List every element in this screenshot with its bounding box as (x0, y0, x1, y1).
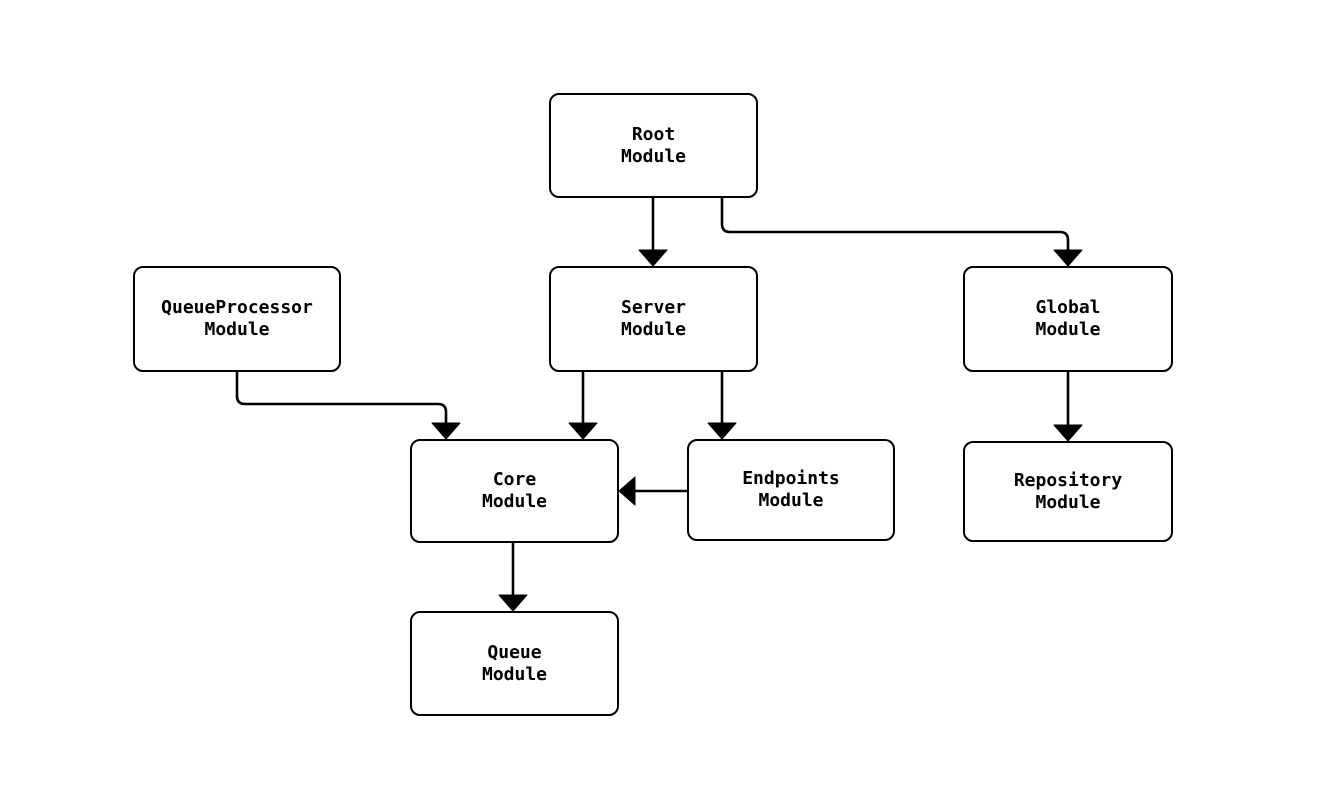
node-global-label-line2: Module (1035, 319, 1101, 340)
node-root-label-line1: Root (631, 123, 676, 145)
arrowhead-queueprocessor-to-core (431, 422, 461, 440)
arrowhead-endpoints-to-core (618, 476, 636, 506)
arrowhead-global-to-repository (1053, 424, 1083, 442)
node-endpoints-label-line2: Module (758, 490, 824, 511)
edge-root-to-global (720, 198, 1070, 250)
node-endpoints-label-line1: Endpoints (742, 468, 840, 489)
node-core-label-line1: Core (492, 469, 537, 490)
node-repository-label-line1: Repository (1013, 469, 1123, 491)
node-queueprocessor-label-line1: QueueProcessor (161, 297, 313, 318)
node-queueprocessor-label-line2: Module (204, 319, 270, 340)
arrowhead-root-to-server (638, 249, 668, 267)
node-queue-label-line1: Queue (487, 641, 542, 663)
node-queue-label-line2: Module (481, 663, 548, 685)
edge-queueprocessor-to-core (235, 372, 448, 423)
node-server-label-line1: Server (620, 297, 687, 318)
node-core-label-line2: Module (481, 491, 548, 512)
node-server-label-line2: Module (620, 319, 687, 340)
arrowhead-server-to-endpoints (707, 422, 737, 440)
node-root-label-line2: Module (620, 145, 687, 167)
arrowhead-server-to-core (568, 422, 598, 440)
arrowhead-core-to-queue (498, 594, 528, 612)
node-repository-label-line2: Module (1035, 491, 1101, 513)
node-global-label-line1: Global (1035, 297, 1101, 318)
arrowhead-root-to-global (1053, 249, 1083, 267)
